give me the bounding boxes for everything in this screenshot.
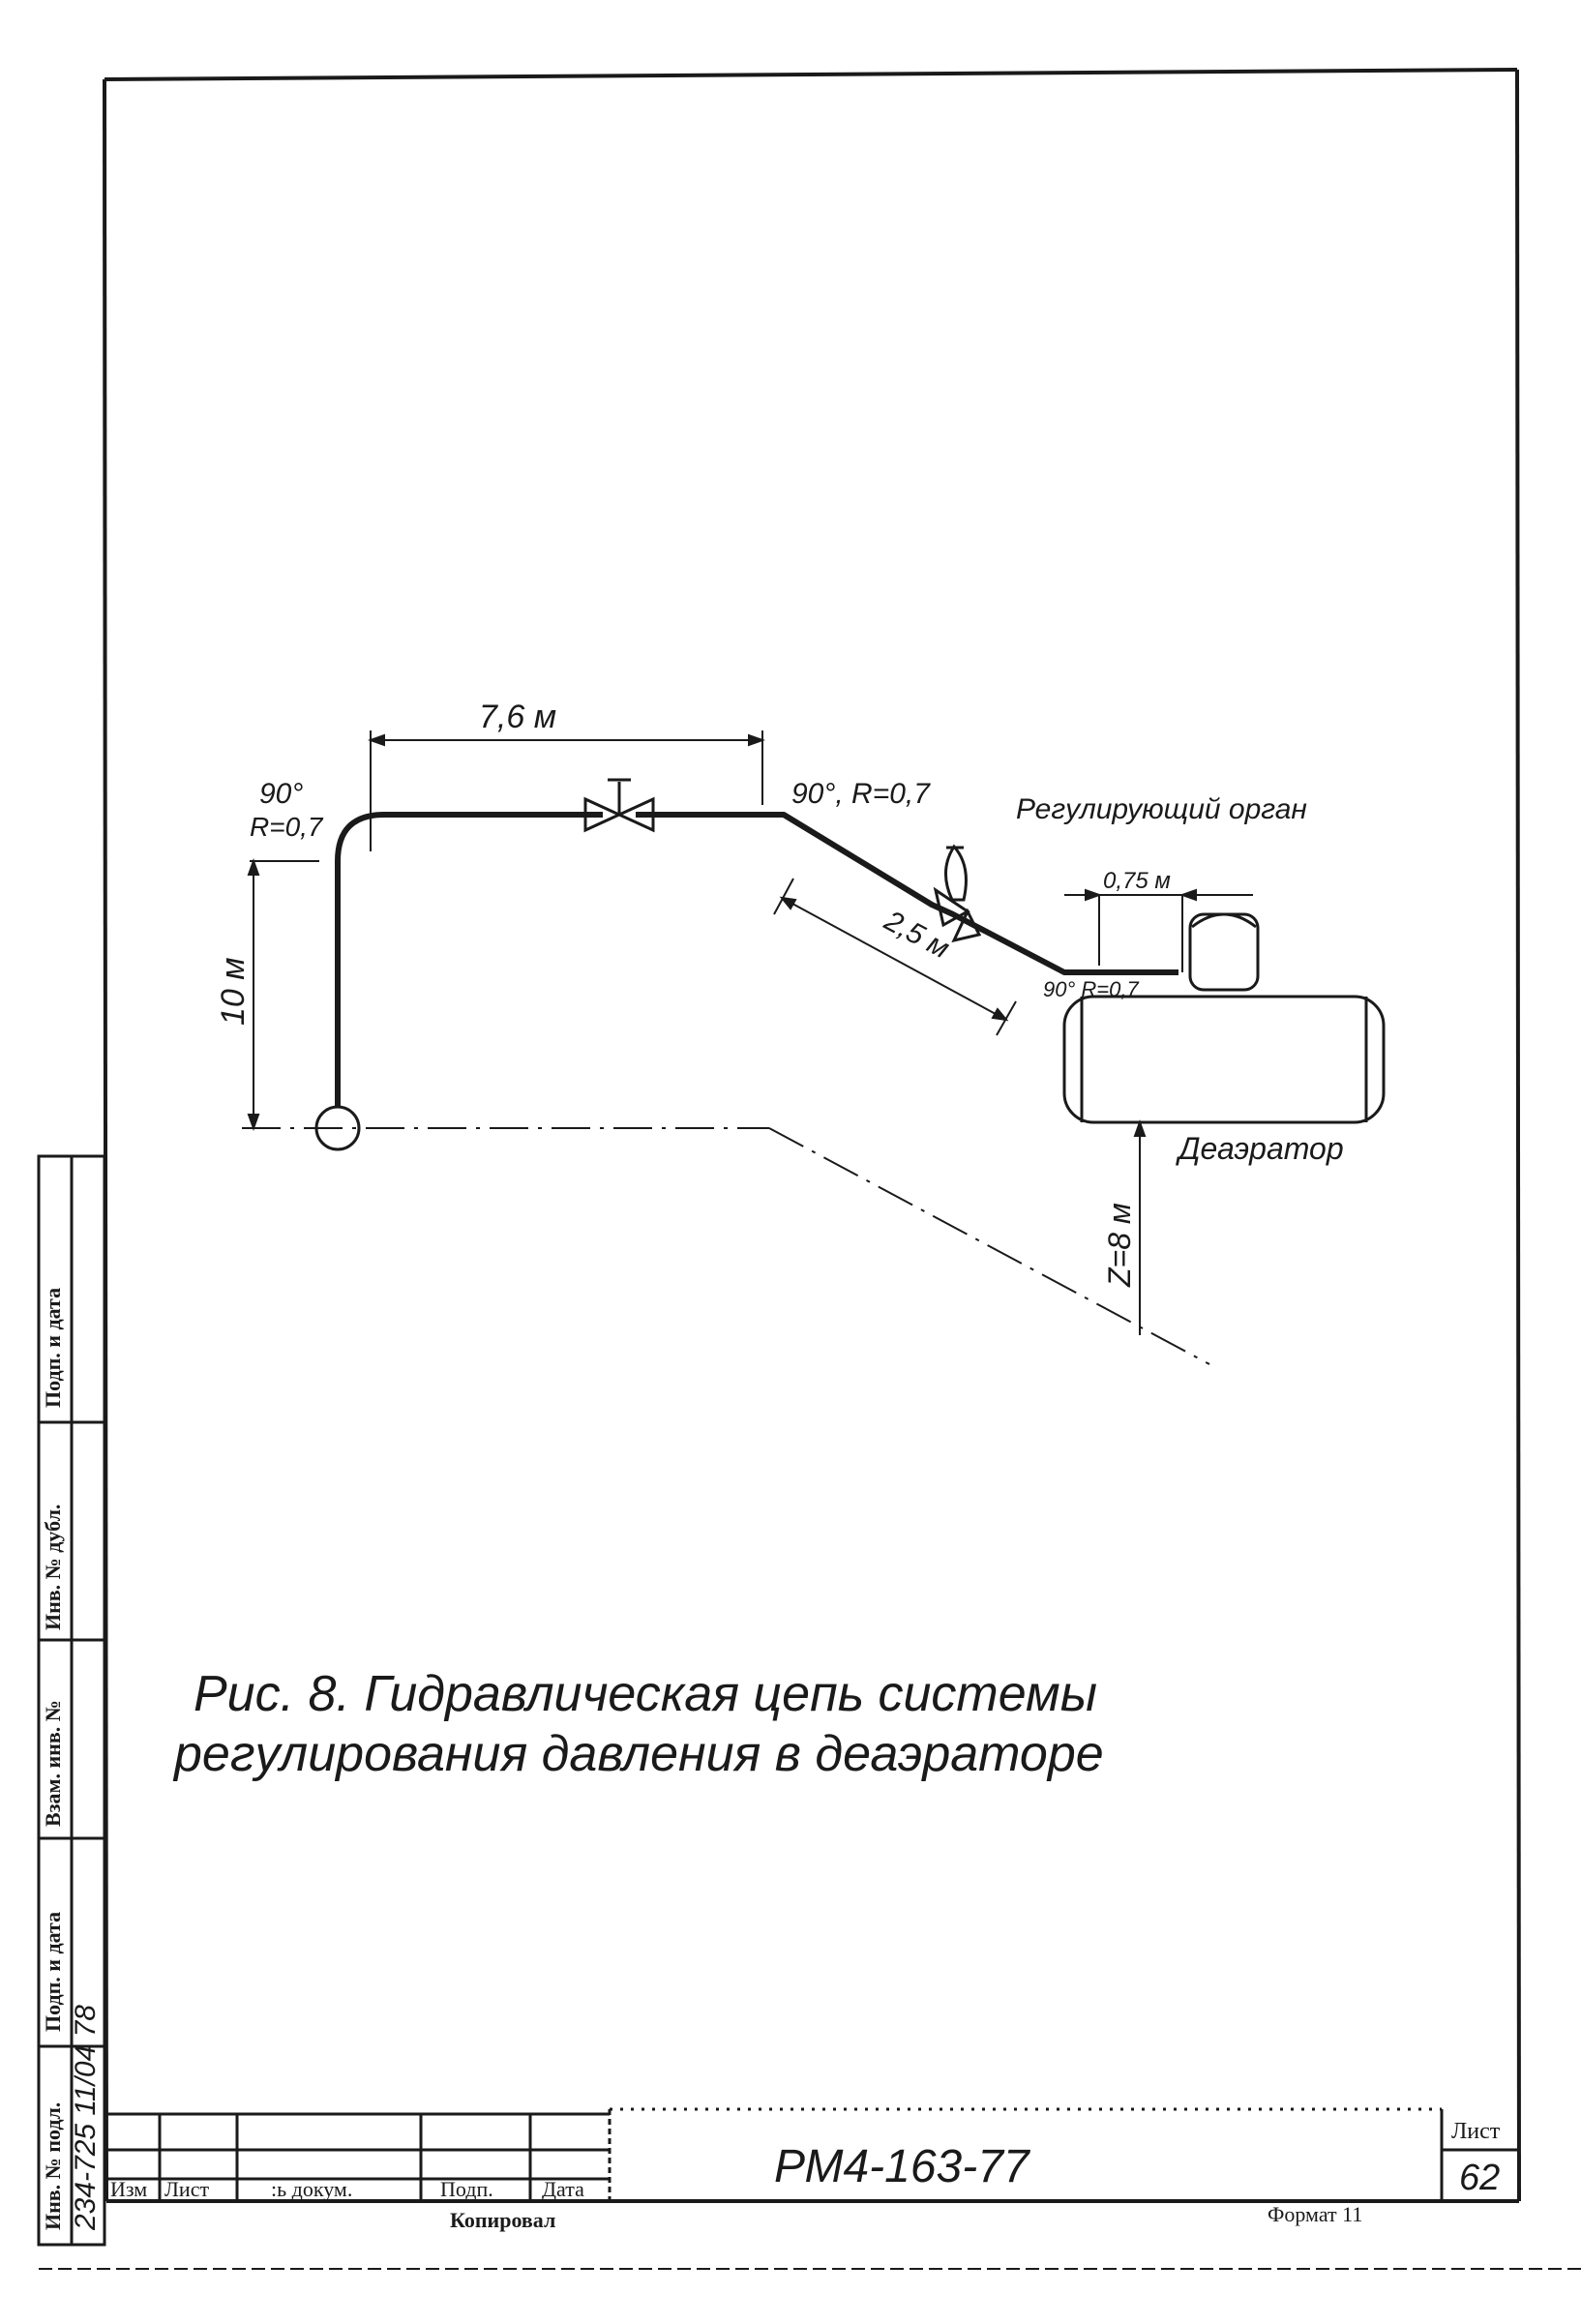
side-cell-vzam-inv: Взам. инв. № [41,1700,65,1827]
bend-deaerator-label: 90° R=0,7 [1043,977,1139,1001]
dimension-7-6m [368,730,765,851]
sheet-label: Лист [1451,2119,1501,2144]
drawing-frame [103,68,1521,2203]
main-pipeline [335,812,1178,1107]
dim-horizontal-label: 7,6 м [479,699,556,735]
col-podp: Подп. [440,2177,493,2201]
title-block: Изм Лист :ь докум. Подп. Дата РМ4-163-77… [106,2107,1519,2232]
dim-vertical-label: 10 м [215,957,252,1026]
col-data: Дата [542,2177,584,2201]
caption-line-2: регулирования давления в деаэраторе [172,1726,1104,1782]
col-list: Лист [164,2177,209,2201]
document-code: РМ4-163-77 [774,2141,1031,2192]
copied-label: Копировал [450,2208,555,2232]
col-izm: Изм [110,2177,147,2201]
dim-z-label: Z=8 м [1102,1203,1137,1288]
dimension-z-8m [1133,1119,1147,1335]
dimension-0-75m [1064,888,1253,972]
dimension-2-5m [773,878,1017,1036]
side-stamp: Инв. № подл. Подп. и дата Взам. инв. № И… [37,1154,106,2247]
deaerator-vessel [1062,912,1386,1124]
reference-level [242,1127,1210,1365]
bend-left-radius: R=0,7 [250,812,324,842]
hydraulic-diagram [242,730,1386,1365]
gate-valve [583,796,655,833]
side-cell-podp-data-2: Подп. и дата [41,1288,65,1408]
figure-caption: Рис. 8. Гидравлическая цепь системы регу… [172,1666,1104,1782]
caption-line-1: Рис. 8. Гидравлическая цепь системы [194,1666,1097,1722]
side-cell-inv-podl: Инв. № подл. [41,2102,65,2230]
regulator-label: Регулирующий орган [1016,793,1307,825]
side-cell-inv-dubl: Инв. № дубл. [41,1505,65,1630]
deaerator-label: Деаэратор [1176,1131,1344,1166]
col-doc-no: :ь докум. [271,2177,352,2201]
bend-left-angle: 90° [259,778,303,810]
format-label: Формат 11 [1268,2202,1362,2226]
dim-deaerator-offset-label: 0,75 м [1103,868,1171,894]
diagram-labels: 90° R=0,7 7,6 м 90°, R=0,7 Регулирующий … [215,699,1344,1288]
dimension-10m [247,858,319,1131]
regulating-valve [933,844,982,943]
bend-right-label: 90°, R=0,7 [791,778,931,810]
sheet-number: 62 [1459,2158,1500,2198]
side-cell-podp-data-1: Подп. и дата [41,1912,65,2032]
side-handwritten: 234-725 11/04 78 [70,2005,102,2231]
